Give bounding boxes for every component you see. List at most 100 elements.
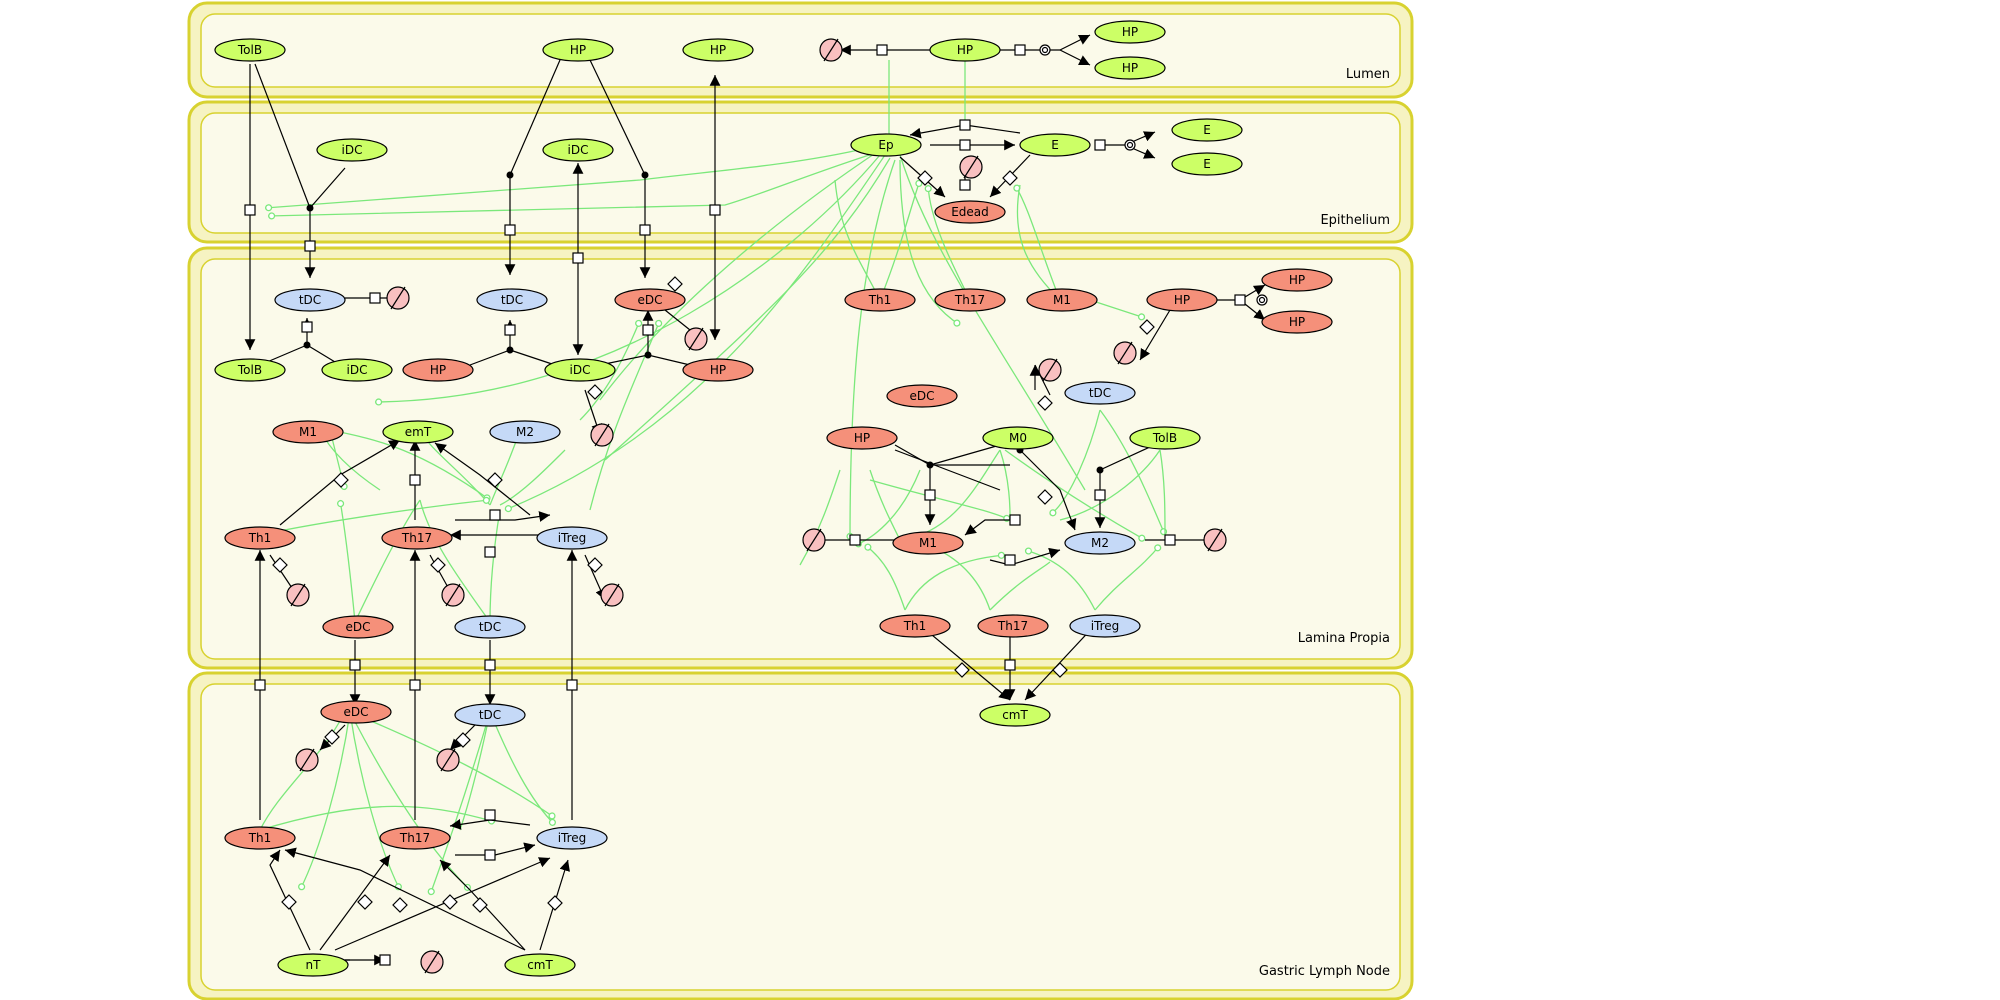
node-label: eDC xyxy=(637,293,662,307)
node-edead-e-edead[interactable]: Edead xyxy=(934,200,1006,224)
sink-2 xyxy=(959,155,983,179)
node-tdc-lp-tdc2[interactable]: tDC xyxy=(476,288,548,312)
node-label: HP xyxy=(430,363,446,377)
node-shape xyxy=(886,384,958,408)
node-shape xyxy=(316,138,388,162)
node-th17-lp-th17a[interactable]: Th17 xyxy=(934,288,1006,312)
node-shape xyxy=(982,426,1054,450)
sink-7 xyxy=(1038,358,1062,382)
node-shape xyxy=(544,358,616,382)
node-edc-g-edc[interactable]: eDC xyxy=(320,700,392,724)
node-edc-lp-edc3[interactable]: eDC xyxy=(886,384,958,408)
node-ep-e-ep[interactable]: Ep xyxy=(850,133,922,157)
node-th1-lp-th1b[interactable]: Th1 xyxy=(224,526,296,550)
node-hp-lp-hp1[interactable]: HP xyxy=(402,358,474,382)
node-shape xyxy=(1069,614,1141,638)
node-hp-lp-hp3[interactable]: HP xyxy=(1146,288,1218,312)
node-edc-lp-edc2[interactable]: eDC xyxy=(322,615,394,639)
node-nt-g-nt[interactable]: nT xyxy=(277,953,349,977)
sink-3 xyxy=(386,286,410,310)
node-hp-l-hp5[interactable]: HP xyxy=(1094,56,1166,80)
node-th1-lp-th1a[interactable]: Th1 xyxy=(844,288,916,312)
node-idc-lp-idc2[interactable]: iDC xyxy=(544,358,616,382)
node-tolb-l-tolb[interactable]: TolB xyxy=(214,38,286,62)
compartment-lumen: Lumen xyxy=(187,1,1414,99)
node-m1-lp-m1b[interactable]: M1 xyxy=(272,420,344,444)
node-hp-lp-hp4[interactable]: HP xyxy=(1261,268,1333,292)
node-th17-g-th17[interactable]: Th17 xyxy=(379,826,451,850)
node-idc-e-idc2[interactable]: iDC xyxy=(542,138,614,162)
node-cmt-g-cmt1[interactable]: cmT xyxy=(979,703,1051,727)
node-hp-l-hp3[interactable]: HP xyxy=(929,38,1001,62)
node-label: nT xyxy=(306,958,322,972)
node-emt-lp-emt[interactable]: emT xyxy=(382,420,454,444)
node-th17-lp-th17c[interactable]: Th17 xyxy=(977,614,1049,638)
node-m0-lp-m0[interactable]: M0 xyxy=(982,426,1054,450)
node-shape xyxy=(489,420,561,444)
node-label: tDC xyxy=(299,293,321,307)
node-hp-l-hp1[interactable]: HP xyxy=(542,38,614,62)
node-hp-lp-hp6[interactable]: HP xyxy=(826,426,898,450)
node-tolb-lp-tolb2[interactable]: TolB xyxy=(1129,426,1201,450)
node-th1-lp-th1c[interactable]: Th1 xyxy=(879,614,951,638)
node-shape xyxy=(1094,20,1166,44)
node-shape xyxy=(320,700,392,724)
node-shape xyxy=(1146,288,1218,312)
node-shape xyxy=(454,615,526,639)
node-itreg-lp-itreg1[interactable]: iTreg xyxy=(536,526,608,550)
node-tolb-lp-tolb[interactable]: TolB xyxy=(214,358,286,382)
node-m2-lp-m2b[interactable]: M2 xyxy=(1064,531,1136,555)
node-shape xyxy=(929,38,1001,62)
node-cmt-g-cmt2[interactable]: cmT xyxy=(504,953,576,977)
node-idc-lp-idc1[interactable]: iDC xyxy=(321,358,393,382)
node-e-e-e2[interactable]: E xyxy=(1171,118,1243,142)
node-edc-lp-edc1[interactable]: eDC xyxy=(614,288,686,312)
node-hp-lp-hp2[interactable]: HP xyxy=(682,358,754,382)
node-label: M0 xyxy=(1009,431,1027,445)
node-e-e-e[interactable]: E xyxy=(1019,133,1091,157)
node-m2-lp-m2a[interactable]: M2 xyxy=(489,420,561,444)
sink-1 xyxy=(819,38,843,62)
node-shape xyxy=(844,288,916,312)
node-shape xyxy=(277,953,349,977)
node-tdc-lp-tdc4[interactable]: tDC xyxy=(1064,381,1136,405)
node-m1-lp-m1a[interactable]: M1 xyxy=(1026,288,1098,312)
node-shape xyxy=(1064,381,1136,405)
node-tdc-lp-tdc1[interactable]: tDC xyxy=(274,288,346,312)
node-label: iDC xyxy=(347,363,368,377)
node-label: Th17 xyxy=(399,831,430,845)
node-shape xyxy=(1064,531,1136,555)
sink-6 xyxy=(1113,341,1137,365)
node-hp-l-hp4[interactable]: HP xyxy=(1094,20,1166,44)
node-shape xyxy=(536,826,608,850)
sink-12 xyxy=(600,583,624,607)
influence-edges xyxy=(259,60,1168,896)
node-label: HP xyxy=(957,43,973,57)
node-itreg-g-itreg[interactable]: iTreg xyxy=(536,826,608,850)
node-shape xyxy=(682,358,754,382)
compartment-label-lumen: Lumen xyxy=(1346,67,1390,82)
node-shape xyxy=(274,288,346,312)
node-m1-lp-m1c[interactable]: M1 xyxy=(892,531,964,555)
node-label: HP xyxy=(710,363,726,377)
node-label: TolB xyxy=(237,43,262,57)
node-label: iDC xyxy=(568,143,589,157)
node-shape xyxy=(1171,152,1243,176)
node-itreg-lp-itreg2[interactable]: iTreg xyxy=(1069,614,1141,638)
node-shape xyxy=(1094,56,1166,80)
compartment-lamina-propia: Lamina Propia xyxy=(187,246,1414,670)
node-tdc-lp-tdc3[interactable]: tDC xyxy=(454,615,526,639)
node-hp-lp-hp5[interactable]: HP xyxy=(1261,310,1333,334)
node-hp-l-hp2[interactable]: HP xyxy=(682,38,754,62)
node-label: HP xyxy=(854,431,870,445)
node-e-e-e3[interactable]: E xyxy=(1171,152,1243,176)
node-tdc-g-tdc[interactable]: tDC xyxy=(454,703,526,727)
sink-14 xyxy=(436,748,460,772)
node-th17-lp-th17b[interactable]: Th17 xyxy=(381,526,453,550)
node-shape xyxy=(892,531,964,555)
sink-10 xyxy=(286,583,310,607)
node-shape xyxy=(1019,133,1091,157)
node-idc-e-idc1[interactable]: iDC xyxy=(316,138,388,162)
node-shape xyxy=(879,614,951,638)
node-th1-g-th1[interactable]: Th1 xyxy=(224,826,296,850)
